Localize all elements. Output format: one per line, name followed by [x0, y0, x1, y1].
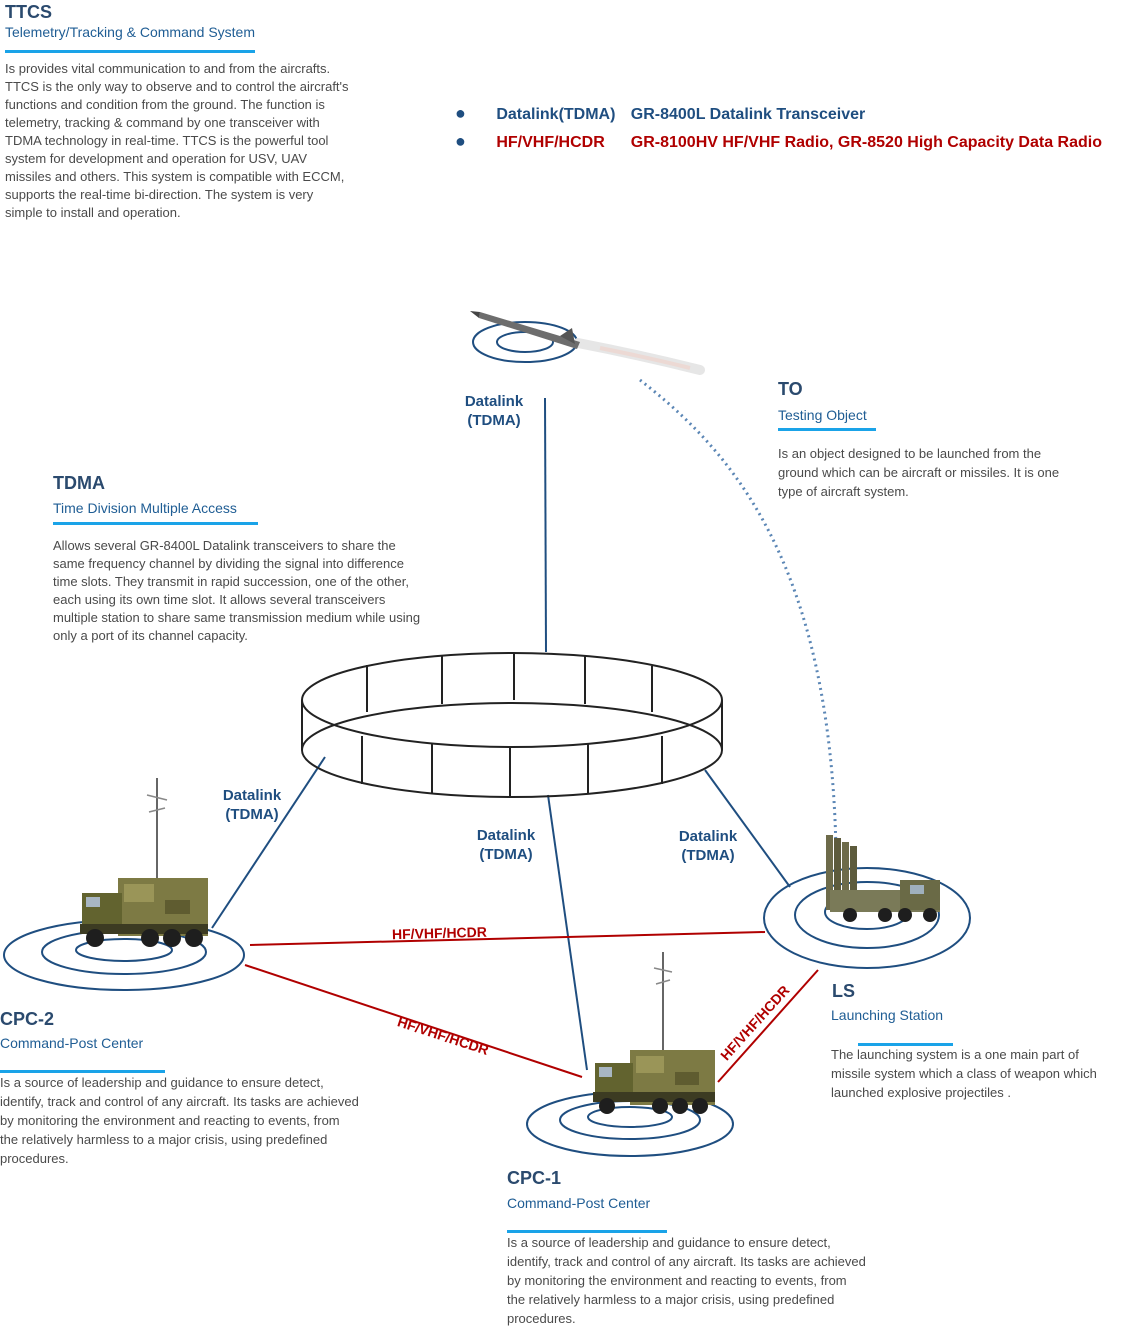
to-title: TO: [778, 379, 803, 399]
bullet-datalink-key: Datalink(TDMA): [496, 106, 616, 123]
tdma-subtitle: Time Division Multiple Access: [53, 500, 237, 516]
link-cpc2-ls: [249, 931, 766, 946]
to-subtitle: Testing Object: [778, 407, 867, 423]
datalink-label-top: Datalink (TDMA): [464, 393, 524, 429]
missile-trajectory: [639, 378, 838, 851]
bullet-dot-icon: ●: [455, 131, 466, 151]
tdma-title: TDMA: [53, 473, 105, 493]
hf-label-cpc2-ls: HF/VHF/HCDR: [391, 923, 488, 943]
tdma-underline: [53, 522, 258, 525]
bullet-datalink-value: GR-8400L Datalink Transceiver: [630, 106, 866, 123]
link-cpc1-ls: [717, 969, 819, 1083]
cpc1-description: Is a source of leadership and guidance t…: [507, 1235, 866, 1326]
to-underline: [778, 428, 876, 431]
ttcs-description: Is provides vital communication to and f…: [5, 61, 349, 220]
cpc1-title: CPC-1: [507, 1168, 562, 1188]
launcher-vehicle-icon: [826, 835, 940, 922]
bullet-datalink: ● Datalink(TDMA) GR-8400L Datalink Trans…: [455, 103, 865, 124]
tdma-description: Allows several GR-8400L Datalink transce…: [53, 538, 421, 643]
tdma-ring: [301, 652, 723, 798]
ttcs-title: TTCS: [5, 2, 52, 22]
datalink-label-ls: Datalink (TDMA): [678, 828, 738, 864]
bullet-hf: ● HF/VHF/HCDR GR-8100HV HF/VHF Radio, GR…: [455, 131, 1102, 152]
ttcs-subtitle: Telemetry/Tracking & Command System: [5, 24, 255, 40]
link-missile-tdma: [544, 397, 547, 653]
cpc2-subtitle: Command-Post Center: [0, 1035, 144, 1051]
cpc2-title: CPC-2: [0, 1009, 55, 1029]
bullet-hf-key: HF/VHF/HCDR: [496, 134, 605, 151]
cpc1-truck-icon: [593, 952, 715, 1114]
cpc2-description: Is a source of leadership and guidance t…: [0, 1075, 359, 1166]
ls-underline: [858, 1043, 953, 1046]
cpc2-underline: [0, 1070, 165, 1073]
link-tdma-ls: [704, 769, 791, 888]
ttcs-underline: [5, 50, 255, 53]
datalink-label-cpc1: Datalink (TDMA): [476, 827, 536, 863]
cpc1-underline: [507, 1230, 667, 1233]
bullet-dot-icon: ●: [455, 103, 466, 123]
missile-icon: [470, 311, 705, 375]
ls-title: LS: [832, 981, 856, 1001]
ls-subtitle: Launching Station: [831, 1007, 944, 1023]
link-cpc2-cpc1: [244, 964, 583, 1078]
bullet-hf-value: GR-8100HV HF/VHF Radio, GR-8520 High Cap…: [630, 134, 1102, 151]
cpc1-subtitle: Command-Post Center: [507, 1195, 651, 1211]
link-tdma-cpc1: [547, 794, 588, 1071]
link-tdma-cpc2: [211, 756, 326, 929]
datalink-label-cpc2: Datalink (TDMA): [222, 787, 282, 823]
to-description: Is an object designed to be launched fro…: [778, 446, 1060, 499]
ls-description: The launching system is a one main part …: [831, 1047, 1097, 1100]
cpc2-truck-icon: [80, 778, 208, 947]
